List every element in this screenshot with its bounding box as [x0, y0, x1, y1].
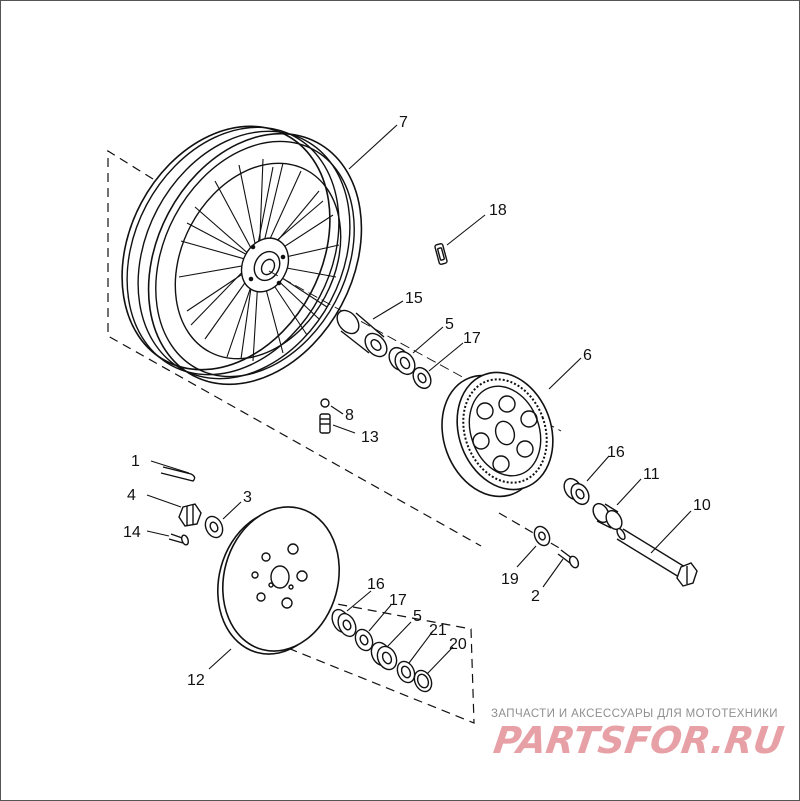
washer-lower	[354, 628, 374, 652]
spacer-right	[592, 502, 623, 531]
rear-wheel	[121, 125, 363, 386]
label-14: 14	[123, 524, 141, 541]
axle	[616, 527, 698, 587]
bearing-lower	[331, 608, 357, 638]
retaining-ring	[413, 669, 433, 693]
label-5-lower: 5	[413, 608, 422, 625]
spacer-sleeve	[336, 309, 388, 358]
washer-upper	[412, 366, 432, 390]
callout-labels: 7 18 15 5 17 6 8 13 16 11 10 1 4 3 14 12…	[123, 114, 711, 689]
screw-2	[557, 549, 580, 569]
label-4: 4	[127, 487, 136, 504]
label-17-lower: 17	[389, 592, 407, 609]
axle-nut	[178, 503, 202, 527]
label-7: 7	[399, 114, 408, 131]
rotor-bolt	[168, 533, 189, 546]
label-1: 1	[131, 453, 140, 470]
label-13: 13	[361, 429, 379, 446]
washer-19	[533, 525, 551, 547]
label-20: 20	[449, 636, 467, 653]
label-5-upper: 5	[445, 316, 454, 333]
label-15: 15	[405, 290, 423, 307]
belt-sprocket	[441, 371, 554, 498]
seal	[396, 660, 416, 684]
label-11: 11	[643, 466, 660, 483]
brake-rotor	[216, 506, 341, 655]
label-12: 12	[187, 672, 205, 689]
valve-stem	[319, 398, 331, 434]
label-3: 3	[243, 489, 252, 506]
label-18: 18	[489, 202, 507, 219]
label-16-lower: 16	[367, 576, 385, 593]
label-8: 8	[345, 407, 354, 424]
watermark-logo: PARTSFOR.RU	[490, 719, 787, 762]
cotter-pin	[160, 466, 196, 482]
retainer-clip	[434, 243, 448, 265]
bearing-upper	[388, 346, 416, 376]
label-19: 19	[501, 571, 519, 588]
bearing-5-lower	[370, 641, 398, 671]
label-2: 2	[531, 588, 540, 605]
label-17-upper: 17	[463, 330, 481, 347]
watermark-caption: ЗАПЧАСТИ И АКСЕССУАРЫ ДЛЯ МОТОТЕХНИКИ	[491, 708, 778, 720]
label-21: 21	[429, 622, 447, 639]
phantom-boundary	[107, 149, 562, 724]
label-16-right: 16	[607, 444, 625, 461]
axle-washer	[204, 515, 224, 539]
label-6: 6	[583, 347, 592, 364]
bearing-right	[563, 477, 590, 506]
leader-lines	[146, 124, 692, 675]
label-10: 10	[693, 497, 711, 514]
